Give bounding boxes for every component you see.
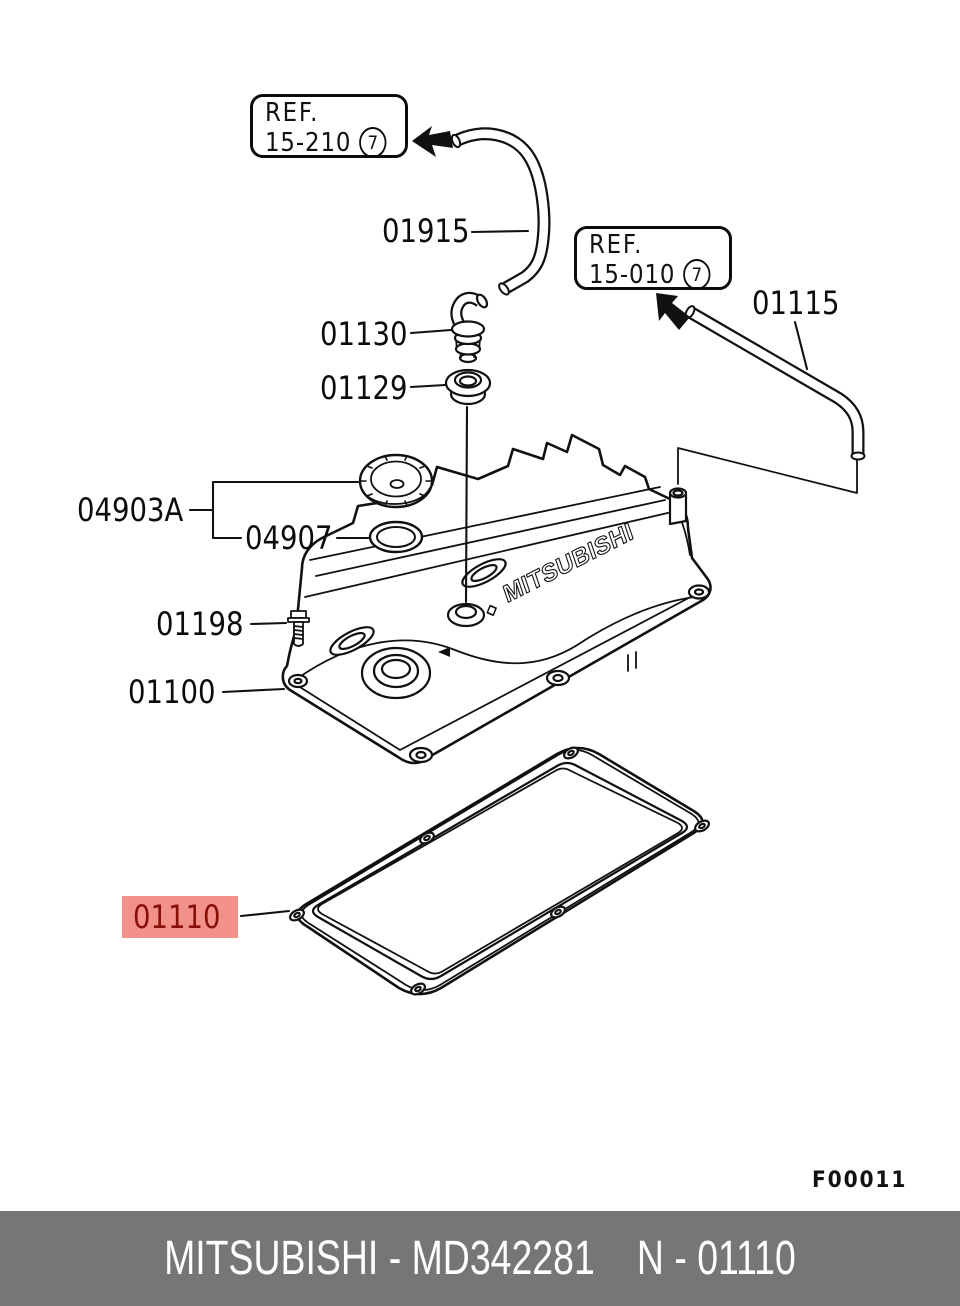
pcv-valve-01130-drawing [450,291,489,364]
o-ring-04907-drawing [368,520,424,554]
ref-arrow-icon [656,293,690,330]
grommet-01129-drawing [444,368,492,406]
part-label-01130[interactable]: 01130 [320,315,408,353]
footer-part-number: N - 01110 [636,1232,796,1285]
ref-arrow-icon [412,126,453,157]
highlighted-part-01110[interactable]: 01110 [122,896,238,938]
part-label-01915[interactable]: 01915 [382,212,470,250]
hose-01915-drawing [450,127,551,296]
figure-code: F00011 [812,1168,908,1193]
part-label-01115[interactable]: 01115 [752,284,840,322]
footer-text: MITSUBISHI - MD342281 N - 01110 [164,1231,796,1286]
ref-badge: 7 [683,259,711,290]
oil-filler-cap-drawing [358,453,434,509]
leader-lines [188,229,858,918]
ref-badge: 7 [359,127,387,158]
breather-pipe-stub [668,487,688,526]
footer-brand-part: MITSUBISHI - MD342281 [164,1232,595,1285]
gasket-drawing [289,746,710,996]
ref-box-15-010[interactable]: REF. 15-010 7 [574,226,732,290]
part-label-01100[interactable]: 01100 [128,673,216,711]
bolt-01198-drawing [287,610,310,647]
part-label-01129[interactable]: 01129 [320,369,408,407]
hose-01115-drawing [684,305,866,461]
ref-code: 15-210 [265,127,352,158]
ref-box-15-210[interactable]: REF. 15-210 7 [250,94,408,158]
part-label-01110: 01110 [133,898,221,936]
footer-bar: MITSUBISHI - MD342281 N - 01110 [0,1211,960,1306]
part-label-04903A[interactable]: 04903A [77,491,184,529]
valve-cover-drawing: ◆ MITSUBISHI [281,433,712,765]
ref-title: REF. [589,230,644,260]
part-label-01198[interactable]: 01198 [156,605,244,643]
ref-code: 15-010 [589,259,676,290]
ref-title: REF. [265,98,320,128]
part-label-04907[interactable]: 04907 [245,519,333,557]
